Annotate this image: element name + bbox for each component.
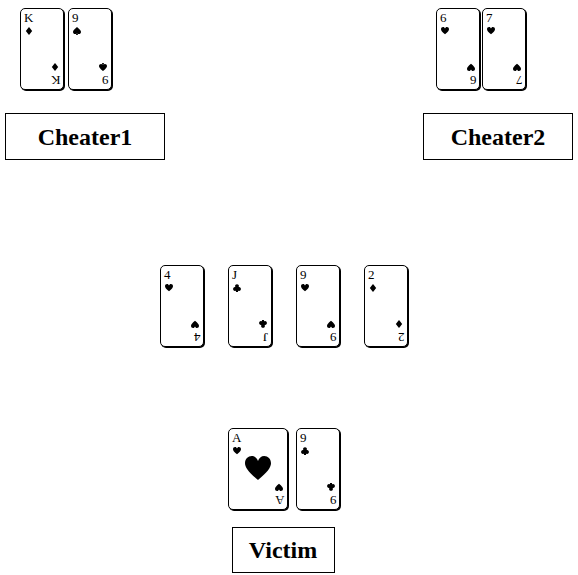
suit-symbol — [396, 320, 402, 328]
card-rank: A — [275, 494, 284, 507]
suit-symbol — [370, 284, 376, 292]
suit-symbol — [259, 320, 267, 328]
player-name: Victim — [249, 536, 317, 564]
card-rank: J — [263, 331, 268, 344]
suit-symbol — [487, 27, 495, 34]
playing-card: 99 — [68, 8, 112, 90]
card-rank: 6 — [470, 74, 477, 87]
suit-symbol — [52, 63, 58, 71]
suit-symbol — [233, 284, 241, 292]
card-rank: 4 — [164, 268, 171, 281]
suit-symbol — [441, 27, 449, 34]
player-name: Cheater1 — [38, 123, 133, 151]
card-rank: 9 — [72, 11, 79, 24]
card-rank: 7 — [516, 74, 523, 87]
player-label: Victim — [232, 527, 335, 573]
playing-card: 44 — [160, 265, 204, 347]
card-rank: 9 — [330, 494, 337, 507]
playing-card: 99 — [296, 265, 340, 347]
card-rank: 9 — [330, 331, 337, 344]
playing-card: AA — [228, 428, 288, 510]
card-rank: 2 — [398, 331, 405, 344]
card-rank: 6 — [440, 11, 447, 24]
playing-card: 99 — [296, 428, 340, 510]
suit-symbol — [301, 447, 309, 455]
suit-symbol — [165, 284, 173, 291]
suit-symbol — [513, 64, 521, 71]
playing-card: 77 — [482, 8, 526, 90]
suit-symbol — [275, 484, 283, 491]
suit-symbol — [233, 447, 241, 454]
card-rank: 2 — [368, 268, 375, 281]
player-name: Cheater2 — [451, 123, 546, 151]
playing-card: KK — [20, 8, 64, 90]
playing-card: 22 — [364, 265, 408, 347]
card-rank: J — [232, 268, 237, 281]
card-rank: K — [51, 74, 60, 87]
suit-symbol — [26, 27, 32, 35]
suit-symbol — [467, 64, 475, 71]
suit-symbol — [327, 483, 335, 491]
playing-card: 66 — [436, 8, 480, 90]
card-rank: 4 — [194, 331, 201, 344]
suit-symbol — [99, 63, 107, 71]
card-rank: 7 — [486, 11, 493, 24]
card-rank: 9 — [300, 431, 307, 444]
player-label: Cheater1 — [5, 113, 165, 160]
player-label: Cheater2 — [423, 113, 573, 160]
suit-symbol — [191, 321, 199, 328]
suit-symbol — [327, 321, 335, 328]
card-rank: K — [24, 11, 33, 24]
suit-symbol — [301, 284, 309, 291]
card-rank: 9 — [102, 74, 109, 87]
suit-symbol — [245, 456, 271, 480]
card-rank: 9 — [300, 268, 307, 281]
playing-card: JJ — [228, 265, 272, 347]
suit-symbol — [73, 27, 81, 35]
card-rank: A — [232, 431, 241, 444]
